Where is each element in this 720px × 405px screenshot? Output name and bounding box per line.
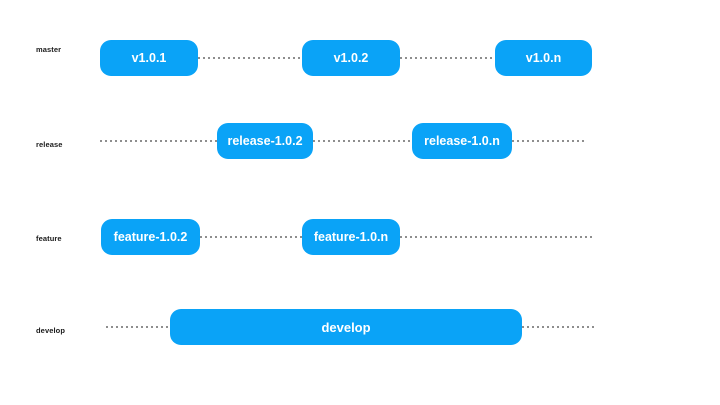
branch-node-v1-0-n: v1.0.n (495, 40, 592, 76)
branch-node-release-1-0-2: release-1.0.2 (217, 123, 313, 159)
branch-line-segment (106, 326, 170, 328)
branch-line-segment (313, 140, 412, 142)
branch-node-develop: develop (170, 309, 522, 345)
branch-line-segment (198, 57, 302, 59)
branch-label-master: master (36, 45, 62, 54)
branch-line-segment (200, 236, 302, 238)
branch-label-feature: feature (36, 234, 62, 243)
branch-node-v1-0-2: v1.0.2 (302, 40, 400, 76)
branch-line-segment (522, 326, 595, 328)
branch-node-v1-0-1: v1.0.1 (100, 40, 198, 76)
branch-line-segment (100, 140, 217, 142)
branch-label-release: release (36, 140, 63, 149)
branch-label-develop: develop (36, 326, 66, 335)
branch-node-release-1-0-n: release-1.0.n (412, 123, 512, 159)
branch-node-feature-1-0-n: feature-1.0.n (302, 219, 400, 255)
branch-node-feature-1-0-2: feature-1.0.2 (101, 219, 200, 255)
branch-line-segment (400, 57, 495, 59)
branch-line-segment (512, 140, 587, 142)
branch-line-segment (400, 236, 593, 238)
